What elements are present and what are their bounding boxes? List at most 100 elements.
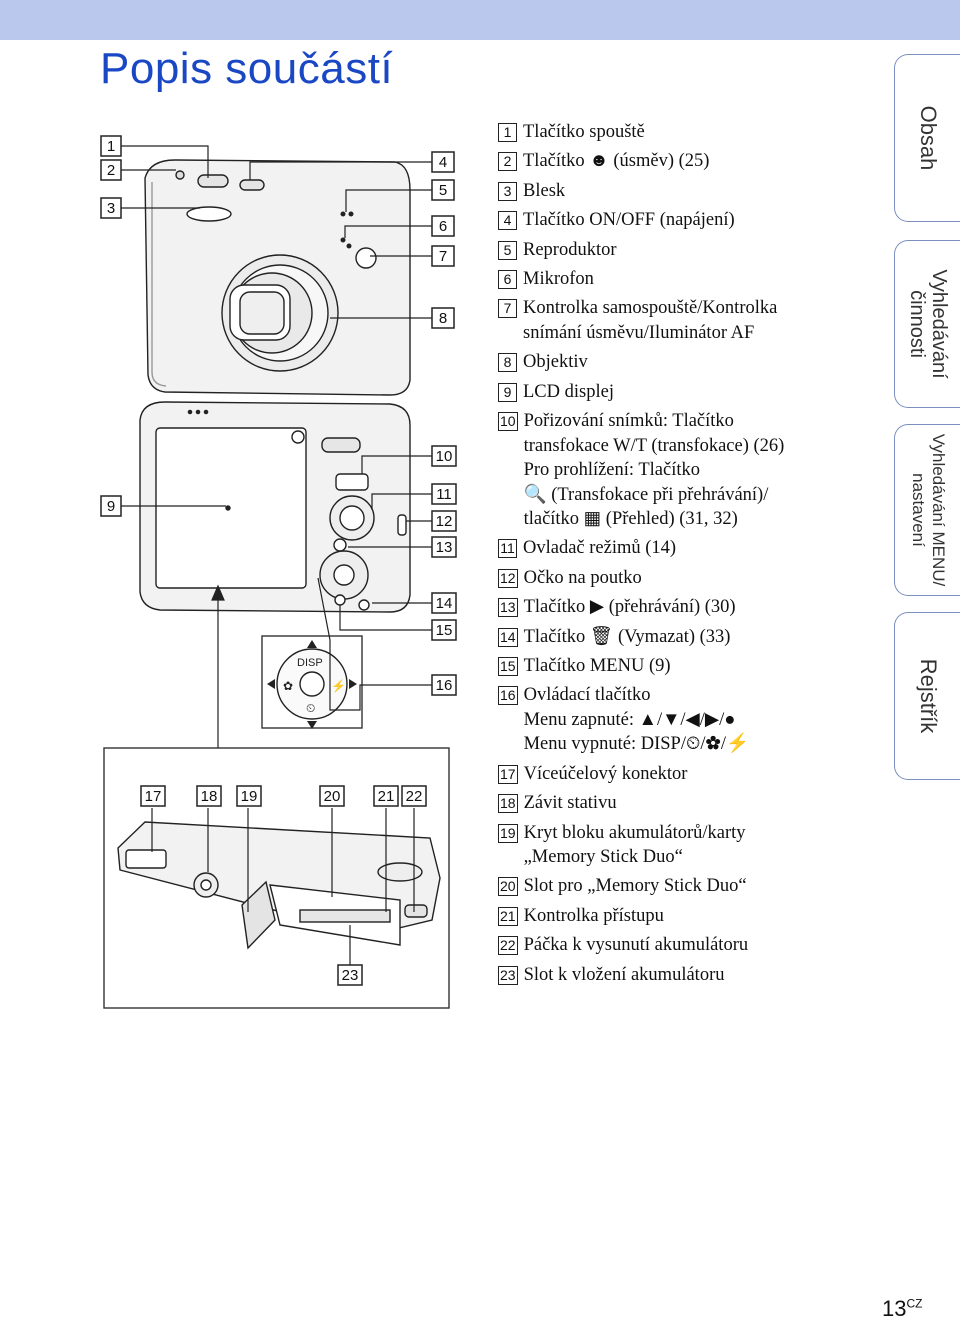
part-description-line: „Memory Stick Duo“ (523, 847, 683, 868)
part-description: Kryt bloku akumulátorů/karty„Memory Stic… (524, 821, 828, 870)
part-description: LCD displej (523, 380, 828, 405)
svg-text:8: 8 (439, 310, 447, 327)
part-number-badge: 11 (498, 539, 517, 559)
diagram-label-23: 23 (337, 964, 363, 986)
svg-text:✿: ✿ (283, 679, 293, 693)
diagram-label-4: 4 (431, 151, 455, 173)
diagram-label-22: 22 (401, 785, 427, 807)
part-item: 15 Tlačítko MENU (9) (498, 654, 828, 679)
tab-rejstrik[interactable]: Rejstřík (894, 612, 960, 780)
svg-text:11: 11 (436, 486, 452, 503)
svg-text:21: 21 (378, 788, 395, 805)
tab-vyhledavani-cinnosti-label: Vyhledávání činnosti (905, 269, 950, 379)
part-description: Tlačítko ON/OFF (napájení) (523, 208, 828, 233)
svg-text:20: 20 (324, 788, 341, 805)
camera-front-view (144, 159, 411, 396)
part-number-badge: 3 (498, 181, 517, 201)
diagram-label-7: 7 (431, 245, 455, 267)
diagram-label-1: 1 (100, 135, 122, 157)
part-description-line: Pro prohlížení: Tlačítko (523, 460, 700, 481)
part-description-line: Blesk (523, 180, 566, 201)
part-description-line: LCD displej (523, 381, 614, 402)
diagram-label-21: 21 (373, 785, 399, 807)
part-number-badge: 1 (498, 123, 517, 142)
part-item: 4 Tlačítko ON/OFF (napájení) (498, 208, 828, 233)
page-number: 13CZ (882, 1296, 923, 1321)
disp-text: DISP (297, 657, 323, 669)
part-description-line: Víceúčelový konektor (523, 763, 688, 784)
diagram-label-19: 19 (236, 785, 262, 807)
part-description-line: Pořizování snímků: Tlačítko (523, 411, 734, 432)
svg-text:9: 9 (107, 498, 115, 515)
diagram-label-17: 17 (140, 785, 166, 807)
part-description-line: tlačítko ▦ (Přehled) (31, 32) (523, 509, 738, 530)
part-description-line: Ovladač režimů (14) (523, 538, 677, 559)
svg-text:22: 22 (406, 788, 423, 805)
part-number-badge: 22 (498, 936, 518, 956)
diagram-label-2: 2 (100, 159, 122, 181)
part-description-line: Páčka k vysunutí akumulátoru (523, 935, 749, 956)
tab-rejstrik-label: Rejstřík (915, 658, 941, 734)
part-description-line: Očko na poutko (523, 567, 642, 588)
part-description: Víceúčelový konektor (524, 762, 828, 787)
diagram-label-13: 13 (431, 536, 457, 558)
part-description-line: Reproduktor (523, 239, 617, 260)
part-item: 3 Blesk (498, 179, 828, 204)
diagram-label-14: 14 (431, 592, 457, 614)
part-number-badge: 13 (498, 598, 518, 618)
part-description-line: transfokace W/T (transfokace) (26) (523, 435, 785, 456)
svg-text:⏲: ⏲ (306, 701, 315, 715)
part-description-line: Závit stativu (523, 793, 617, 814)
part-description: Slot k vložení akumulátoru (524, 963, 828, 988)
part-description-line: Tlačítko 🗑 (Vymazat) (33) (523, 626, 731, 647)
part-number-badge: 15 (498, 656, 518, 676)
part-description: Reproduktor (523, 238, 828, 263)
part-description-line: Slot k vložení akumulátoru (523, 964, 725, 985)
part-number-badge: 4 (498, 211, 517, 231)
part-description: Tlačítko MENU (9) (524, 654, 828, 679)
diagram-label-5: 5 (431, 179, 455, 201)
part-description-line: Menu vypnuté: DISP/⏲/✿/⚡ (523, 734, 749, 755)
part-number-badge: 17 (498, 764, 518, 784)
part-number-badge: 6 (498, 269, 517, 289)
part-number-badge: 12 (498, 568, 518, 588)
part-number-badge: 8 (498, 353, 517, 373)
tab-obsah[interactable]: Obsah (894, 54, 960, 222)
svg-text:13: 13 (436, 539, 453, 556)
part-number-badge: 16 (498, 686, 518, 706)
part-number-badge: 14 (498, 627, 518, 647)
tab-vyhledavani-cinnosti[interactable]: Vyhledávání činnosti (894, 240, 960, 408)
tab-vyhledavani-menu[interactable]: Vyhledávání MENU/ nastavení (894, 424, 960, 596)
part-number-badge: 10 (498, 412, 518, 432)
part-description: Mikrofon (523, 267, 828, 292)
part-description-line: Tlačítko ▶ (přehrávání) (30) (523, 597, 736, 618)
control-pad-inset: DISP ✿ ⚡ ⏲ (261, 635, 363, 729)
part-description-line: Slot pro „Memory Stick Duo“ (523, 876, 747, 897)
header-bar (0, 0, 960, 40)
svg-text:6: 6 (439, 218, 447, 235)
camera-diagram: DISP ✿ ⚡ ⏲ (100, 135, 457, 1009)
part-description: Blesk (523, 179, 828, 204)
diagram-label-9: 9 (100, 495, 122, 517)
diagram-label-16: 16 (431, 674, 457, 696)
svg-text:23: 23 (342, 967, 359, 984)
part-description-line: 🔍 (Transfokace při přehrávání)/ (523, 484, 769, 505)
part-description: Ovladač režimů (14) (523, 536, 828, 561)
svg-text:2: 2 (107, 162, 115, 179)
svg-text:7: 7 (439, 248, 447, 265)
